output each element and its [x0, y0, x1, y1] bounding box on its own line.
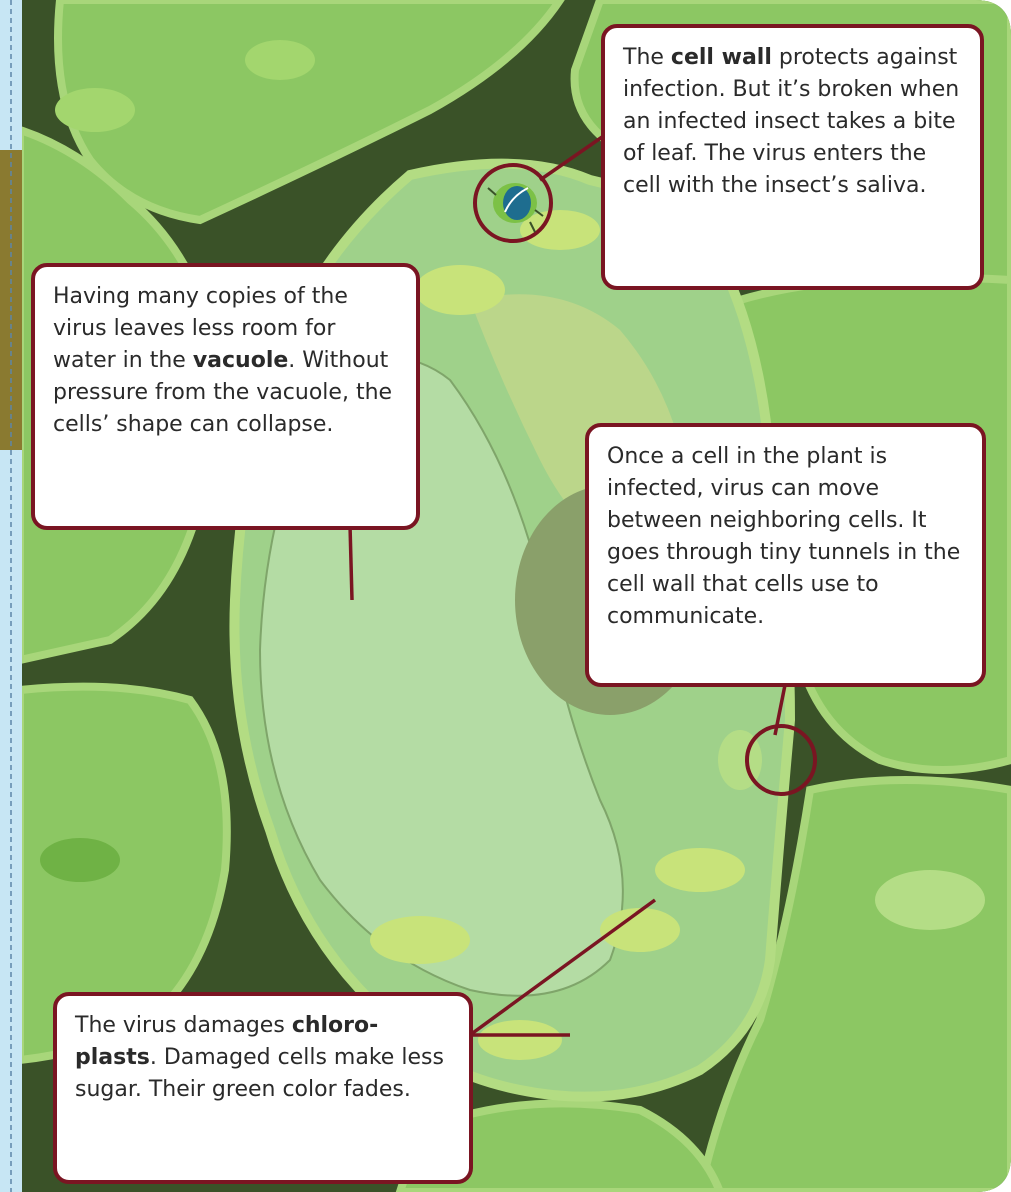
chloroplast: [415, 265, 505, 315]
chloroplast: [655, 848, 745, 892]
vacuole-callout: Having many copies of the virus leaves l…: [31, 263, 420, 530]
neighbor-cells-callout-text: Once a cell in the plant is infected, vi…: [607, 444, 960, 629]
cell-wall-callout-text-start: The: [623, 45, 671, 70]
chloroplast: [478, 1020, 562, 1060]
chloroplasts-callout: The virus damages chloro-plasts. Damaged…: [53, 992, 473, 1184]
cell-wall-callout: The cell wall protects against infection…: [601, 24, 984, 290]
chloroplasts-callout-text-start: The virus damages: [75, 1013, 292, 1038]
chloroplast: [370, 916, 470, 964]
leader-line-vacuole: [350, 525, 352, 600]
vacuole-term: vacuole: [193, 348, 288, 373]
cell-wall-term: cell wall: [671, 45, 772, 70]
chloroplast: [520, 210, 600, 250]
neighbor-cells-callout: Once a cell in the plant is infected, vi…: [585, 423, 986, 687]
